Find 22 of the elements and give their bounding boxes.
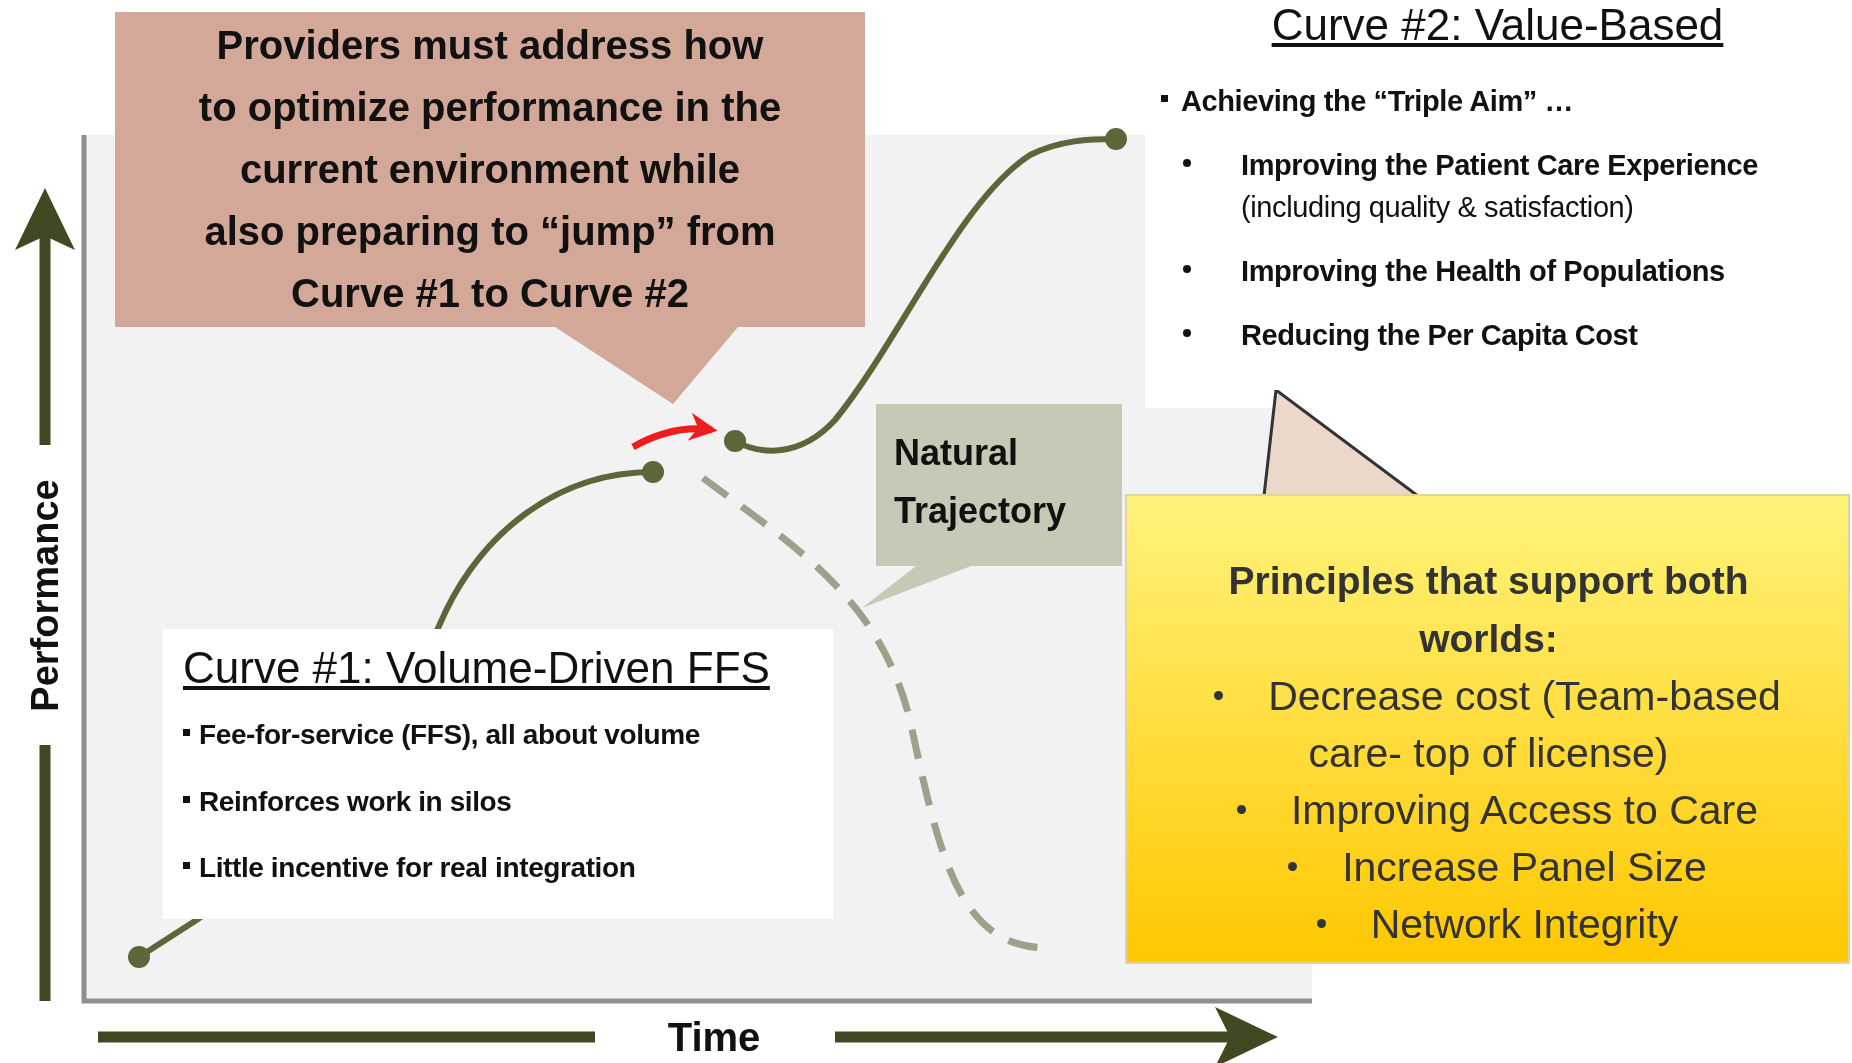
callout-box: [862, 404, 1122, 608]
bullet-item: Improving Access to Care: [1161, 782, 1816, 839]
panel-title: Curve #1: Volume-Driven FFS: [183, 643, 771, 693]
bullet-item: Network Integrity: [1161, 896, 1816, 953]
box-heading: Principles that support both worlds:: [1227, 558, 1750, 662]
callout-text: Natural Trajectory: [894, 431, 1068, 533]
y-axis-label: Performance: [23, 478, 67, 712]
bullet-item: Improving the Health of Populations: [1153, 250, 1842, 293]
x-axis-label: Time: [667, 1014, 761, 1060]
bullet-item: Achieving the “Triple Aim” …: [1153, 80, 1842, 123]
callout-box: [115, 12, 865, 404]
text-panel: [163, 629, 833, 919]
bullet-item: Reinforces work in silos: [183, 781, 821, 823]
bullet-item: Fee-for-service (FFS), all about volume: [183, 715, 821, 756]
bullet-item: Reducing the Per Capita Cost: [1153, 314, 1842, 357]
callout-text: Providers must address how to optimize performance in the current environment while also preparing to “jump” from Curve #1 to Curve #2: [197, 22, 783, 317]
principles-box: [1125, 390, 1852, 966]
bullet-item: Decrease cost (Team-based care- top of license): [1161, 668, 1816, 782]
panel-title: Curve #2: Value-Based: [1270, 0, 1725, 50]
bullet-item: Little incentive for real integration: [183, 848, 821, 889]
bullet-item: Increase Panel Size: [1161, 839, 1816, 896]
bullet-item: Improving the Patient Care Experience (including quality & satisfaction): [1153, 144, 1837, 229]
